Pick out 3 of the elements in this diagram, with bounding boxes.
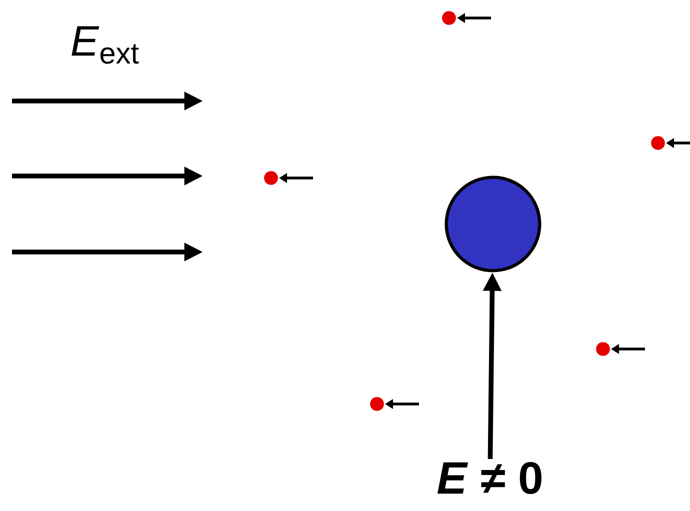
sphere [444, 176, 542, 272]
field-label: E ≠ 0 [437, 462, 542, 494]
field-label: E$_{ext}$ [72, 26, 139, 64]
